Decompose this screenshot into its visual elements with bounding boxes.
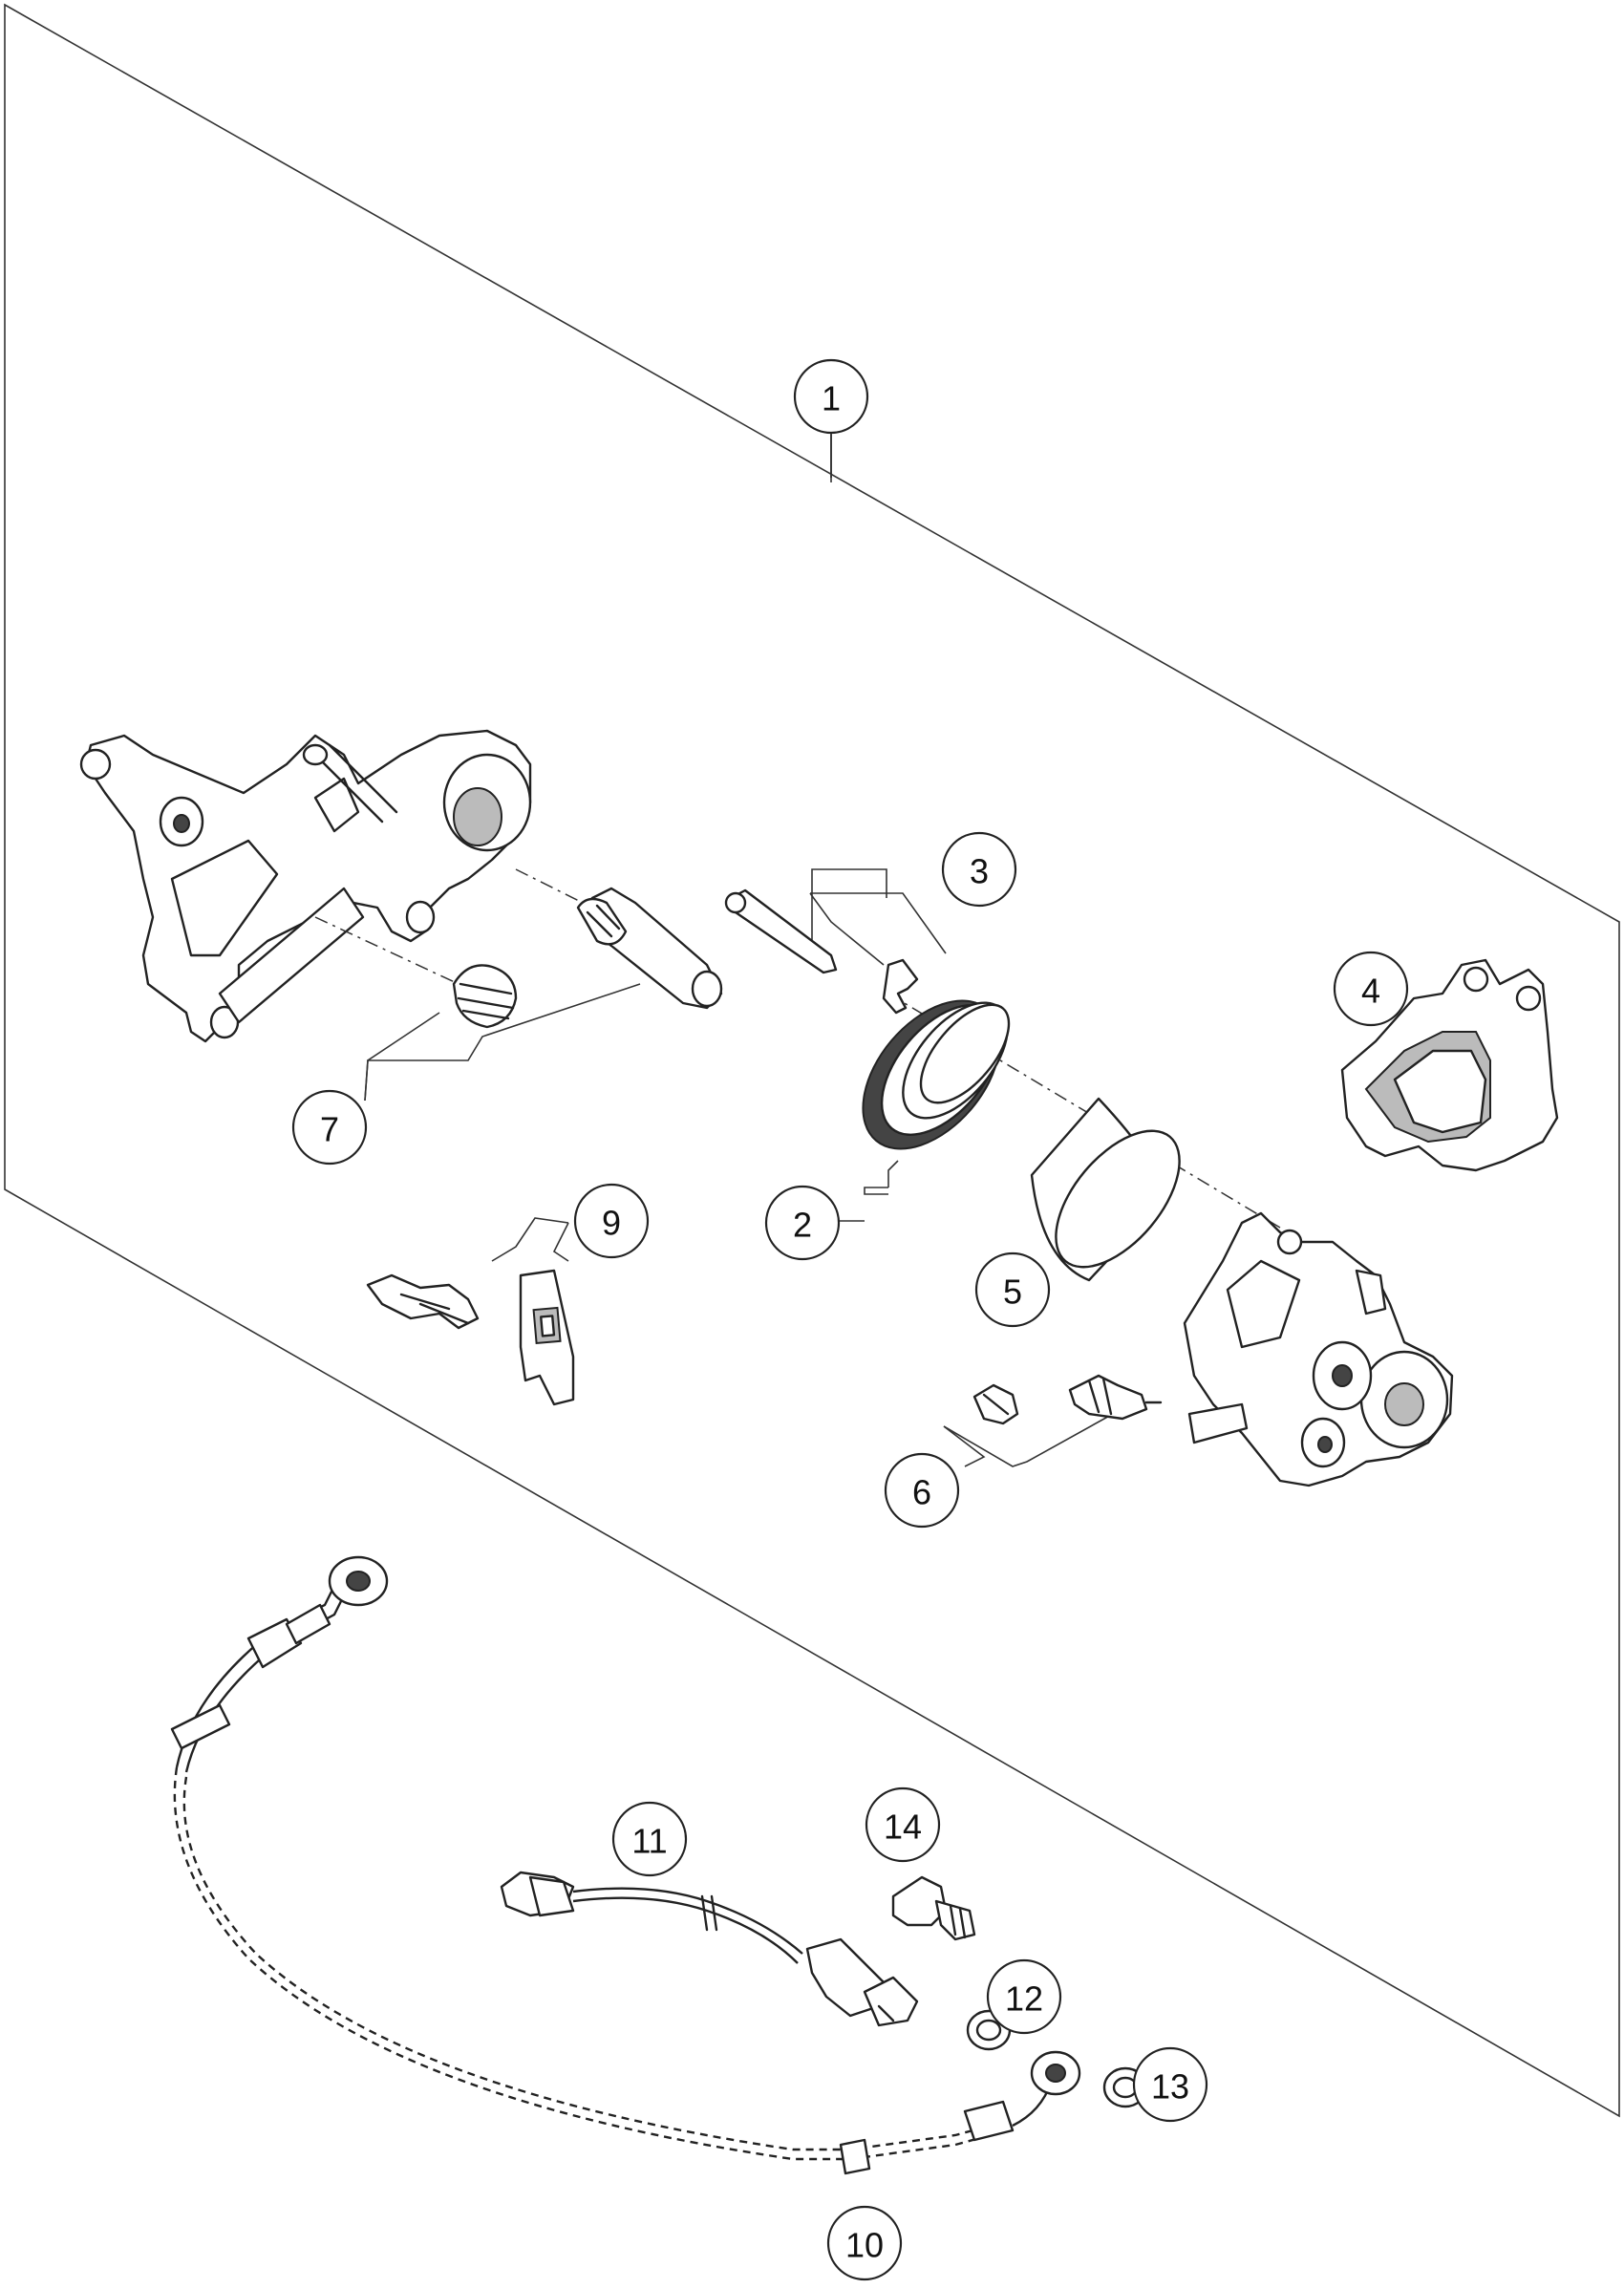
piston-seal: [862, 999, 1011, 1150]
alignment-line: [314, 916, 459, 985]
callout-label: 2: [793, 1206, 812, 1245]
callout-3: 3: [941, 831, 1017, 908]
piston: [1030, 1097, 1181, 1282]
callout-label: 7: [320, 1110, 339, 1149]
callout-7: 7: [291, 1089, 368, 1166]
callout-label: 1: [822, 379, 841, 418]
callout-9: 9: [573, 1183, 650, 1259]
callout-label: 4: [1361, 972, 1380, 1011]
callout-6: 6: [884, 1452, 960, 1529]
rubber-boot: [452, 964, 518, 1029]
anti-rattle-spring: [366, 1273, 480, 1330]
callout-13: 13: [1132, 2046, 1208, 2123]
callout-label: 13: [1151, 2067, 1189, 2107]
callout-label: 12: [1005, 1979, 1043, 2019]
callout-11: 11: [611, 1801, 688, 1877]
leader-lines: [364, 433, 1114, 1467]
callout-label: 3: [970, 852, 989, 891]
alignment-line: [515, 868, 593, 909]
guide-pin-with-boot: [576, 887, 723, 1010]
brake-line: [170, 1555, 1081, 2175]
assembly-boundary: [4, 3, 1620, 2118]
callout-4: 4: [1333, 951, 1409, 1027]
callout-label: 11: [631, 1822, 667, 1861]
caliper-housing: [1183, 1211, 1454, 1487]
callout-label: 6: [912, 1473, 931, 1512]
callout-label: 5: [1003, 1273, 1022, 1312]
brake-light-switch: [500, 1871, 919, 2027]
callout-10: 10: [826, 2205, 903, 2281]
callout-12: 12: [986, 1958, 1062, 2035]
pad-pin: [724, 888, 838, 974]
bleeder-screw: [1068, 1374, 1163, 1421]
callout-5: 5: [974, 1251, 1051, 1328]
banjo-bolt: [891, 1875, 976, 1941]
callout-14: 14: [865, 1786, 941, 1863]
bleeder-cap: [972, 1383, 1019, 1425]
callout-2: 2: [764, 1185, 841, 1261]
callout-label: 10: [845, 2226, 884, 2265]
caliper-support-bracket: [79, 729, 532, 1043]
brake-pads: [1340, 958, 1559, 1172]
sealing-washer: [1102, 2066, 1148, 2108]
callout-label: 9: [602, 1204, 621, 1243]
callout-label: 14: [884, 1808, 922, 1847]
callout-1: 1: [793, 358, 869, 435]
label-sticker: [519, 1269, 575, 1406]
pin-clip: [882, 958, 919, 1015]
